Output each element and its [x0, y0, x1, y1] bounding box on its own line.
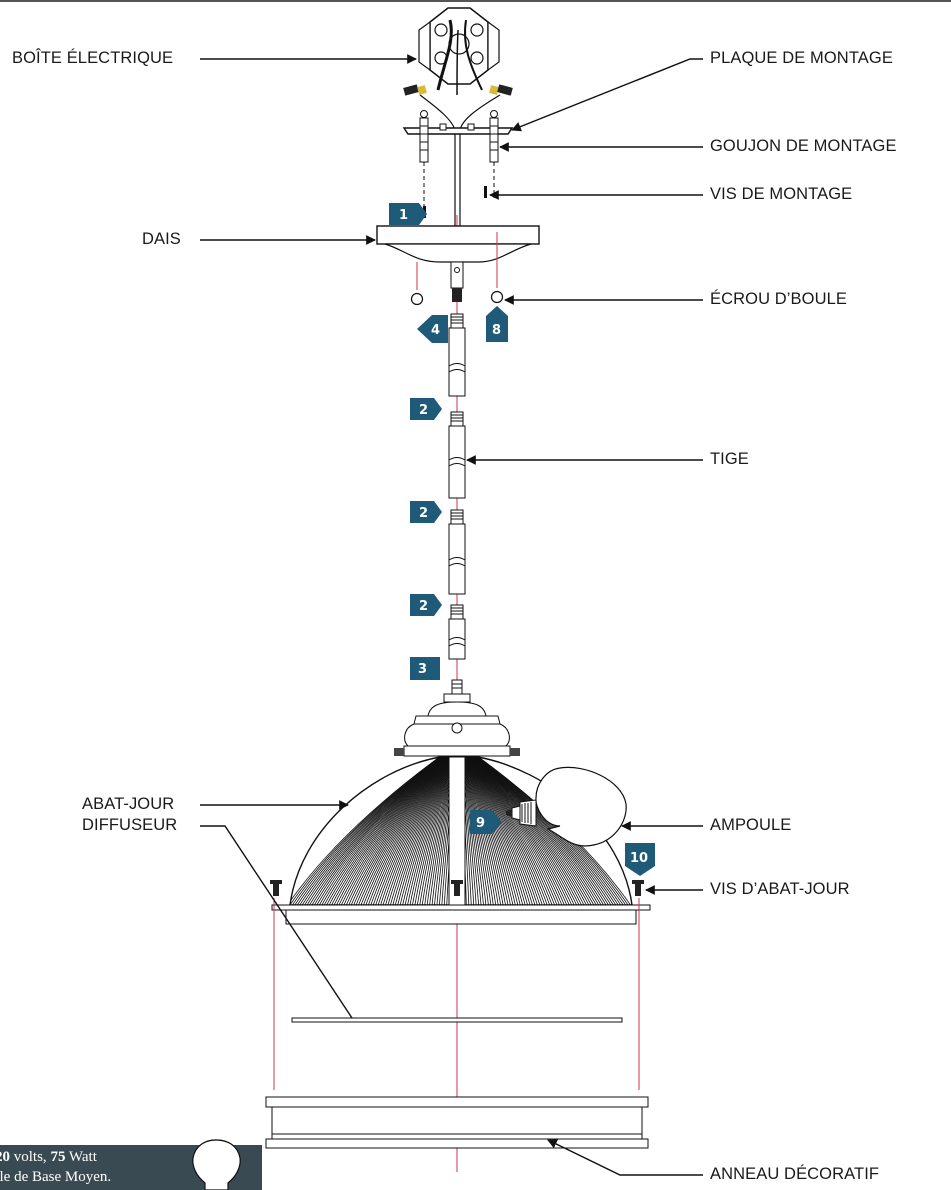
top-border: [0, 0, 951, 2]
label-bulb: AMPOULE: [710, 816, 792, 834]
bulb-spec-line-2: ule de Base Moyen.: [0, 1169, 112, 1185]
step-badge-9: 9: [470, 810, 502, 834]
svg-text:9: 9: [476, 816, 485, 831]
label-decorative-ring: ANNEAU DÉCORATIF: [710, 1165, 880, 1183]
bulb-spec-note: 20 volts, 75 Watt ule de Base Moyen.: [0, 1145, 262, 1190]
label-diffuser: DIFFUSEUR: [82, 816, 178, 834]
label-mounting-stud: GOUJON DE MONTAGE: [710, 137, 897, 155]
ball-nut-left: [410, 292, 424, 306]
svg-text:8: 8: [492, 323, 501, 338]
mounting-plate: [402, 123, 514, 135]
bulb: [506, 766, 627, 847]
label-canopy: DAIS: [142, 230, 181, 248]
label-stem: TIGE: [710, 450, 749, 468]
svg-text:2: 2: [419, 403, 428, 418]
label-mounting-screw: VIS DE MONTAGE: [710, 185, 853, 203]
svg-text:2: 2: [419, 599, 428, 614]
svg-text:3: 3: [418, 662, 427, 677]
step-badge-2a: 2: [410, 398, 442, 420]
stem-sections: [448, 313, 466, 660]
step-badge-8: 8: [486, 306, 508, 342]
bulb-spec-line-1: 20 volts, 75 Watt: [0, 1149, 97, 1165]
shade-screws: [270, 880, 644, 896]
diffuser: [291, 1017, 623, 1023]
electrical-box: [418, 7, 500, 96]
leader-lines: [200, 54, 703, 1176]
wire-connectors: [403, 84, 513, 96]
ball-nut-right: [490, 290, 504, 304]
mounting-studs: [419, 110, 499, 163]
step-badge-2b: 2: [410, 501, 442, 523]
label-electrical-box: BOÎTE ÉLECTRIQUE: [12, 49, 174, 67]
svg-text:4: 4: [431, 323, 440, 338]
step-badge-3: 3: [410, 657, 440, 680]
shade-fitter: [394, 679, 520, 757]
step-badge-2c: 2: [410, 594, 442, 616]
decorative-ring: [265, 1096, 649, 1149]
canopy: [376, 225, 540, 263]
label-ball-nut: ÉCROU D’BOULE: [710, 290, 847, 308]
step-badge-4: 4: [417, 315, 448, 343]
label-shade-screw: VIS D’ABAT-JOUR: [710, 880, 850, 898]
svg-text:2: 2: [419, 506, 428, 521]
step-badge-10: 10: [625, 843, 655, 876]
mounting-screw-right: [484, 186, 487, 198]
canopy-neck: [450, 261, 464, 302]
svg-text:1: 1: [399, 208, 408, 223]
label-shade: ABAT-JOUR: [82, 795, 175, 813]
svg-text:10: 10: [630, 851, 648, 866]
label-mounting-plate: PLAQUE DE MONTAGE: [710, 49, 893, 67]
step-badge-1: 1: [389, 203, 427, 225]
